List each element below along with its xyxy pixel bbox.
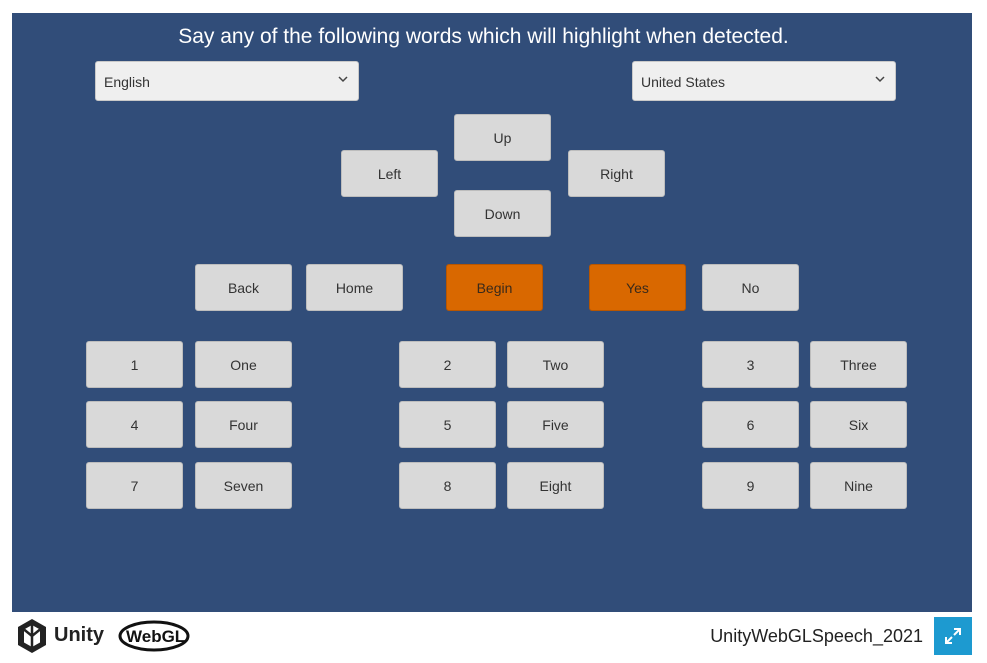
number-button-7[interactable]: 7 — [86, 462, 183, 509]
number-button-3[interactable]: 3 — [702, 341, 799, 388]
word-button-eight[interactable]: Eight — [507, 462, 604, 509]
word-button-nine[interactable]: Nine — [810, 462, 907, 509]
chevron-down-icon — [875, 76, 885, 83]
down-button[interactable]: Down — [454, 190, 551, 237]
webgl-logo: WebGL — [118, 620, 190, 652]
instruction-text: Say any of the following words which wil… — [178, 25, 789, 48]
webgl-footer — [0, 612, 987, 663]
up-button[interactable]: Up — [454, 114, 551, 161]
unity-logo-icon — [18, 619, 46, 653]
word-button-one[interactable]: One — [195, 341, 292, 388]
number-button-4[interactable]: 4 — [86, 401, 183, 448]
chevron-down-icon — [338, 76, 348, 83]
word-button-six[interactable]: Six — [810, 401, 907, 448]
region-dropdown-value: United States — [641, 74, 726, 90]
no-button[interactable]: No — [702, 264, 799, 311]
home-button[interactable]: Home — [306, 264, 403, 311]
number-button-2[interactable]: 2 — [399, 341, 496, 388]
word-button-three[interactable]: Three — [810, 341, 907, 388]
word-button-five[interactable]: Five — [507, 401, 604, 448]
number-button-9[interactable]: 9 — [702, 462, 799, 509]
language-dropdown[interactable]: English — [95, 61, 359, 101]
svg-text:WebGL: WebGL — [126, 627, 185, 646]
right-button[interactable]: Right — [568, 150, 665, 197]
left-button[interactable]: Left — [341, 150, 438, 197]
word-button-seven[interactable]: Seven — [195, 462, 292, 509]
number-button-5[interactable]: 5 — [399, 401, 496, 448]
region-dropdown[interactable]: United States — [632, 61, 896, 101]
unity-canvas[interactable]: Say any of the following words which wil… — [12, 13, 972, 612]
back-button[interactable]: Back — [195, 264, 292, 311]
unity-brand-text: Unity — [54, 624, 104, 646]
language-dropdown-value: English — [104, 74, 150, 90]
word-button-two[interactable]: Two — [507, 341, 604, 388]
number-button-1[interactable]: 1 — [86, 341, 183, 388]
fullscreen-icon — [945, 628, 961, 644]
app-name: UnityWebGLSpeech_2021 — [710, 626, 923, 646]
yes-button[interactable]: Yes — [589, 264, 686, 311]
begin-button[interactable]: Begin — [446, 264, 543, 311]
number-button-6[interactable]: 6 — [702, 401, 799, 448]
number-button-8[interactable]: 8 — [399, 462, 496, 509]
fullscreen-button[interactable] — [934, 617, 972, 655]
word-button-four[interactable]: Four — [195, 401, 292, 448]
